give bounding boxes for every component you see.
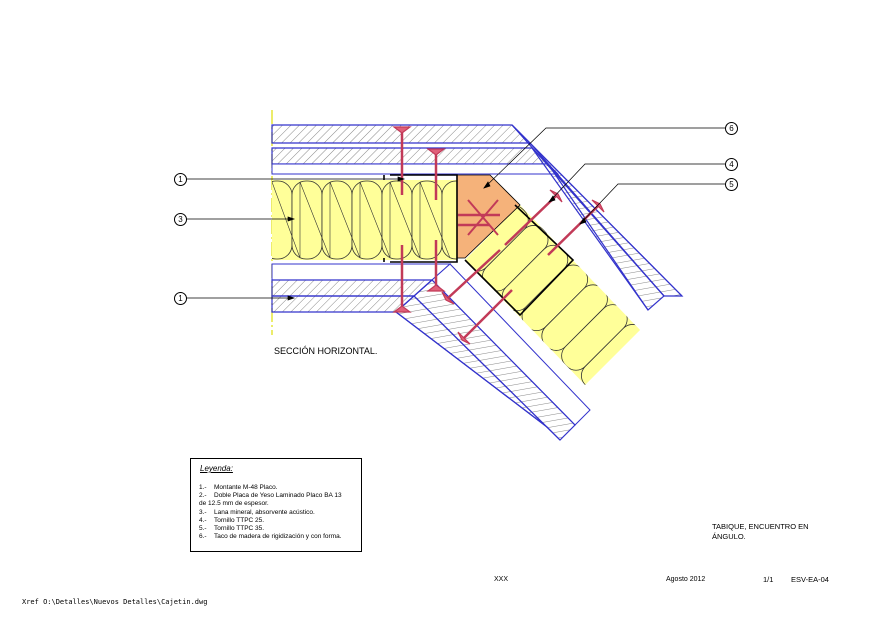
legend-item: 2.-Doble Placa de Yeso Laminado Placo BA… bbox=[199, 492, 342, 508]
legend-item: 5.-Tornillo TTPC 35. bbox=[199, 525, 265, 533]
screws bbox=[392, 126, 605, 345]
diagonal-wall-outer-boards bbox=[511, 124, 684, 311]
drawing-date: Agosto 2012 bbox=[666, 576, 706, 583]
xref-path: Xref O:\Detalles\Nuevos Detalles\Cajetin… bbox=[22, 598, 208, 606]
section-title: SECCIÓN HORIZONTAL. bbox=[274, 346, 378, 356]
drawing-code: ESV-EA-04 bbox=[791, 575, 829, 584]
legend-title: Leyenda: bbox=[200, 464, 233, 473]
leader-lines bbox=[186, 127, 725, 301]
sheet-number: 1/1 bbox=[763, 575, 774, 584]
legend-box: Leyenda: 1.-Montante M-48 Placo. 2.-Dobl… bbox=[190, 458, 362, 552]
legend-item: 6.-Taco de madera de rigidización y con … bbox=[199, 533, 342, 541]
callout-4: 4 bbox=[725, 158, 738, 171]
callout-5: 5 bbox=[725, 178, 738, 191]
callout-1-bottom: 1 bbox=[174, 292, 187, 305]
project-name: XXX bbox=[494, 576, 509, 583]
callout-1-top: 1 bbox=[174, 173, 187, 186]
insulation-horizontal bbox=[272, 180, 457, 260]
legend-item: 4.-Tornillo TTPC 25. bbox=[199, 516, 265, 524]
callout-3: 3 bbox=[174, 213, 187, 226]
callout-6: 6 bbox=[725, 122, 738, 135]
drawing-title: TABIQUE, ENCUENTRO EN ÁNGULO. bbox=[712, 522, 809, 541]
metal-studs bbox=[383, 174, 575, 317]
legend-item: 1.-Montante M-48 Placo. bbox=[199, 484, 278, 491]
horizontal-wall-top-boards bbox=[271, 124, 560, 175]
legend-item: 3.-Lana mineral, absorvente acústico. bbox=[199, 508, 315, 516]
legend-list: 1.-Montante M-48 Placo. 2.-Doble Placa d… bbox=[199, 484, 342, 541]
